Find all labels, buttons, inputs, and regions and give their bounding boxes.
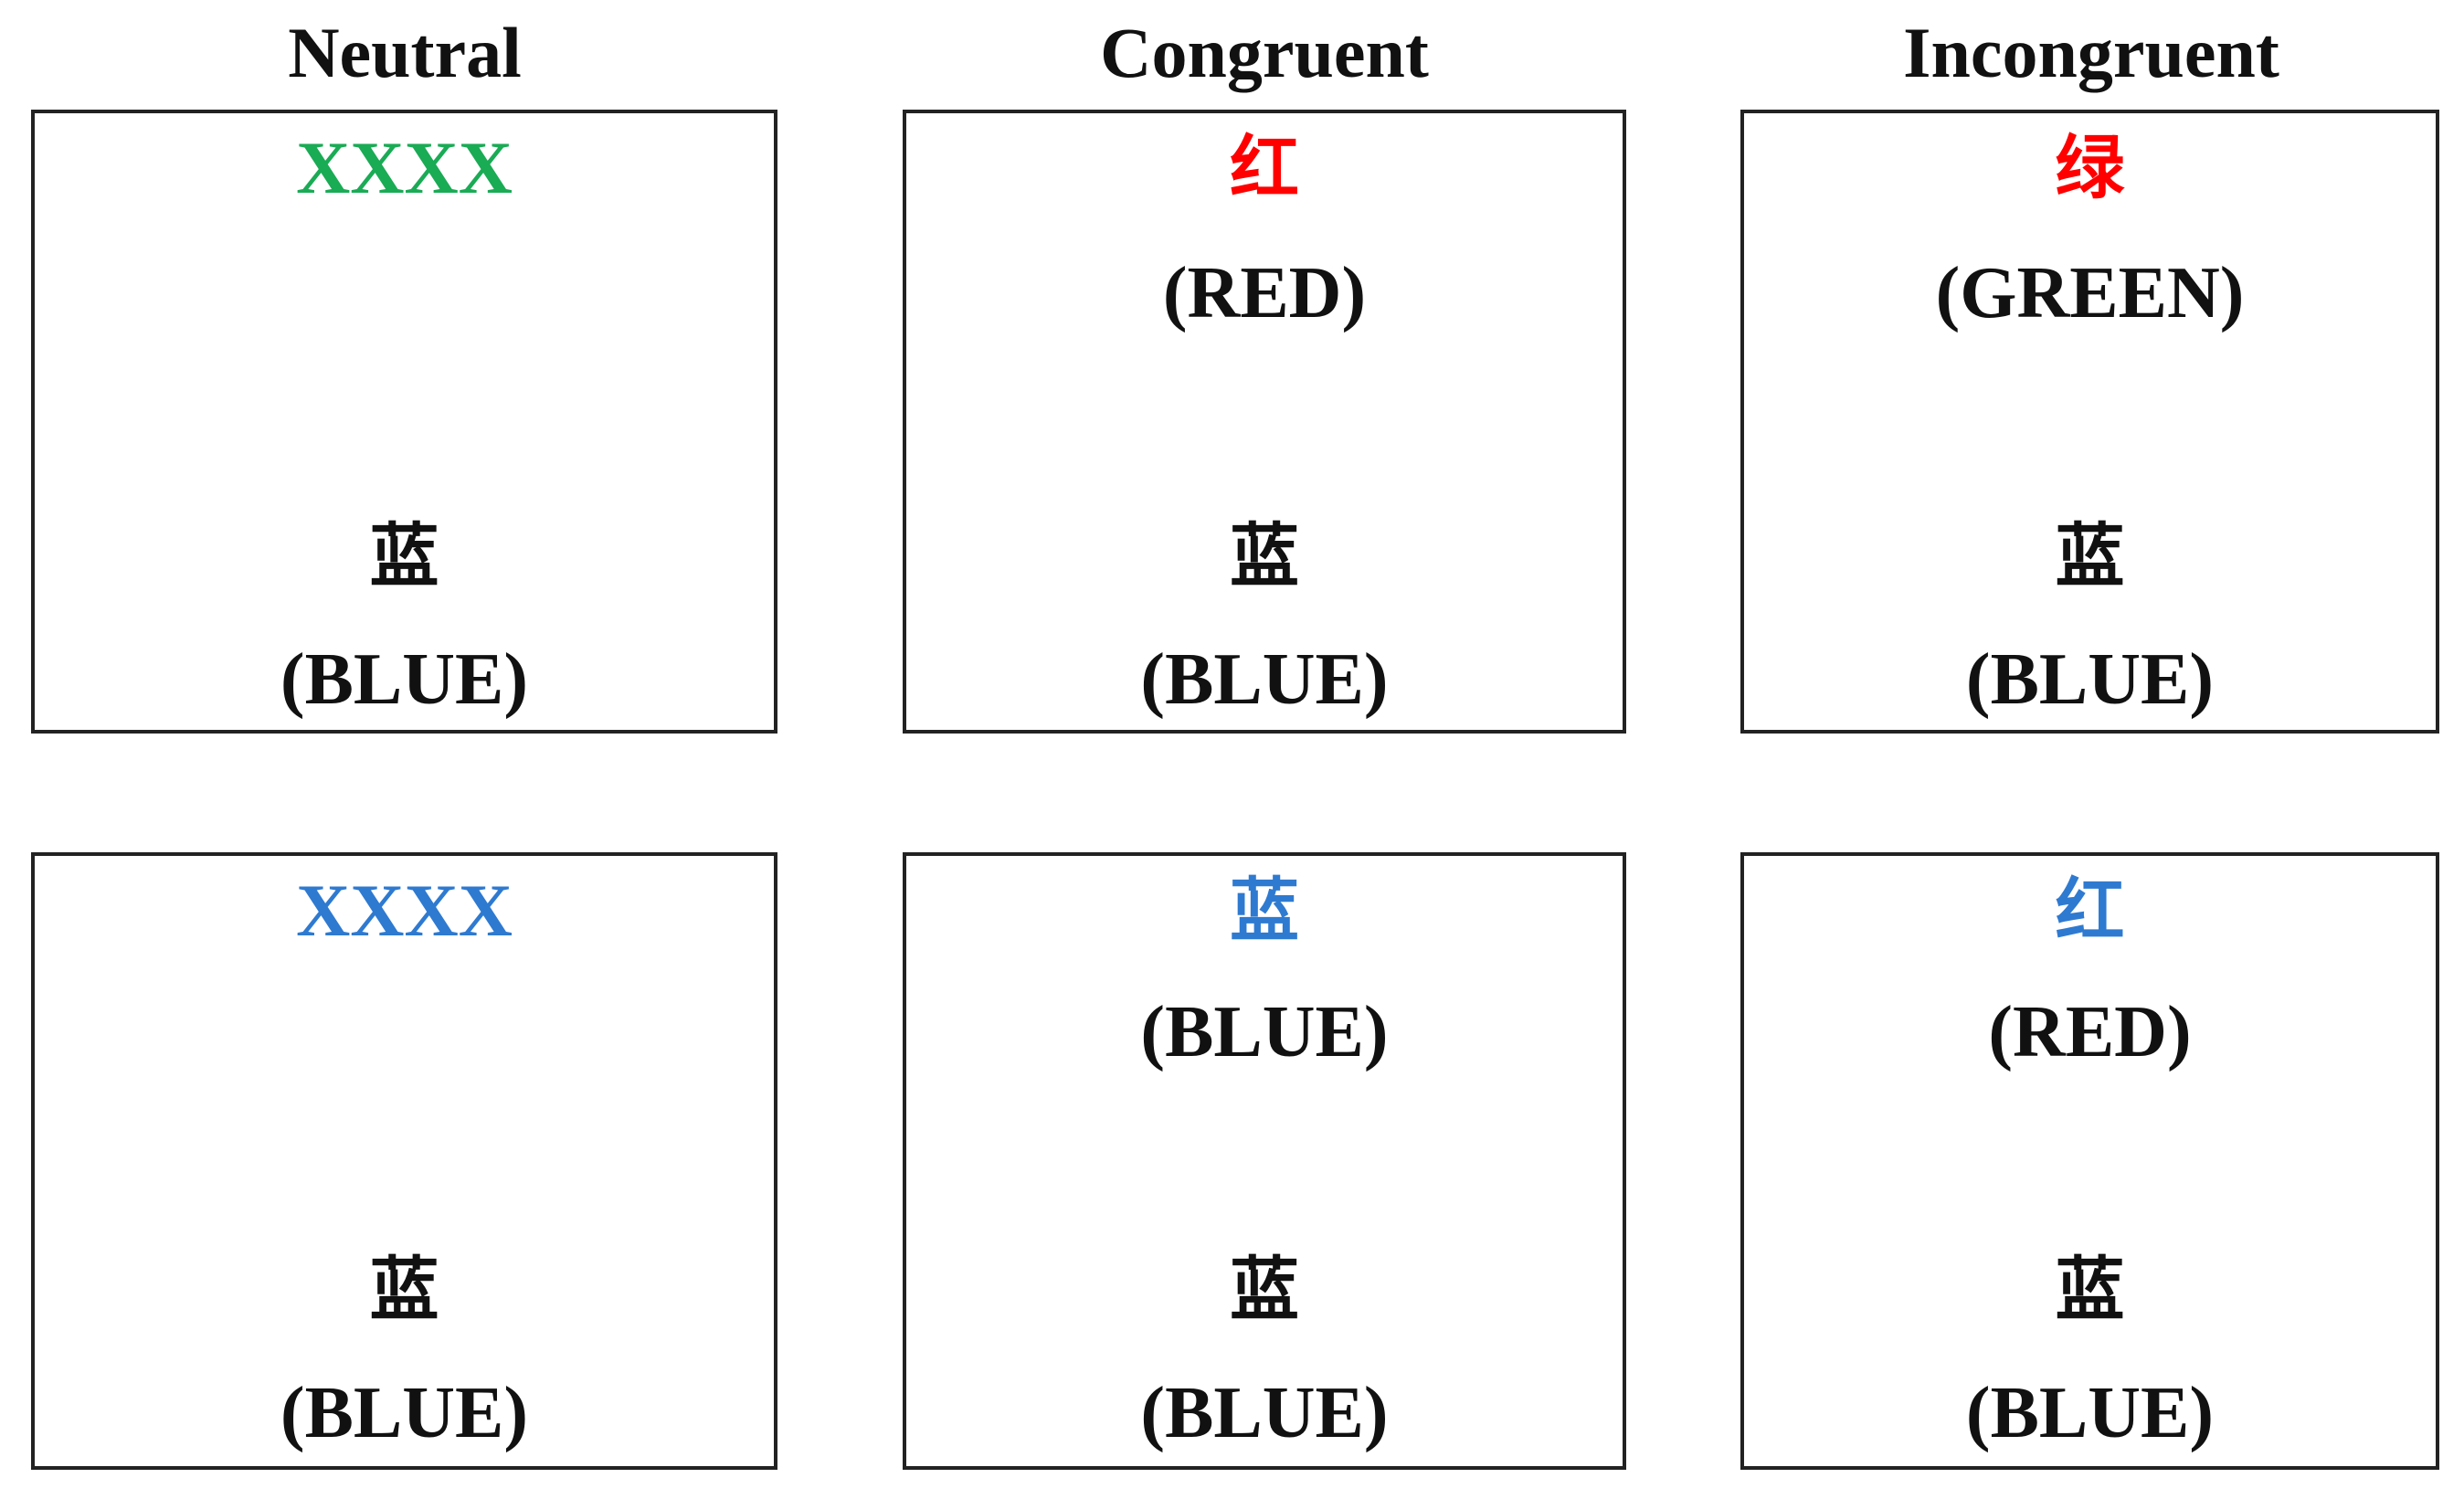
target-character: 蓝 xyxy=(369,1249,439,1330)
target-character: 蓝 xyxy=(2055,1249,2125,1330)
prime-translation: (GREEN) xyxy=(1935,253,2245,333)
prime-word: 红 xyxy=(2055,870,2125,951)
prime-word: 蓝 xyxy=(1230,870,1299,951)
prime-translation: (BLUE) xyxy=(1140,992,1389,1072)
target-translation: (BLUE) xyxy=(280,1373,529,1453)
header-incongruent: Incongruent xyxy=(1903,13,2279,92)
panel-neutral-1: XXXX 蓝 (BLUE) xyxy=(31,110,777,734)
target-character: 蓝 xyxy=(369,515,439,596)
panel-congruent-2: 蓝 (BLUE) 蓝 (BLUE) xyxy=(903,852,1626,1470)
prime-word: 绿 xyxy=(2055,127,2125,208)
target-translation: (BLUE) xyxy=(1140,639,1389,720)
target-translation: (BLUE) xyxy=(280,639,529,720)
target-character: 蓝 xyxy=(2055,515,2125,596)
target-translation: (BLUE) xyxy=(1965,1373,2215,1453)
target-character: 蓝 xyxy=(1230,515,1299,596)
panel-incongruent-2: 红 (RED) 蓝 (BLUE) xyxy=(1740,852,2439,1470)
header-neutral: Neutral xyxy=(288,13,522,92)
prime-word: 红 xyxy=(1230,127,1299,208)
prime-word: XXXX xyxy=(296,869,513,952)
panel-congruent-1: 红 (RED) 蓝 (BLUE) xyxy=(903,110,1626,734)
panel-neutral-2: XXXX 蓝 (BLUE) xyxy=(31,852,777,1470)
target-character: 蓝 xyxy=(1230,1249,1299,1330)
panel-incongruent-1: 绿 (GREEN) 蓝 (BLUE) xyxy=(1740,110,2439,734)
prime-translation: (RED) xyxy=(1162,253,1367,333)
target-translation: (BLUE) xyxy=(1140,1373,1389,1453)
prime-word: XXXX xyxy=(296,126,513,209)
target-translation: (BLUE) xyxy=(1965,639,2215,720)
header-congruent: Congruent xyxy=(1100,13,1429,92)
prime-translation: (RED) xyxy=(1988,992,2192,1072)
